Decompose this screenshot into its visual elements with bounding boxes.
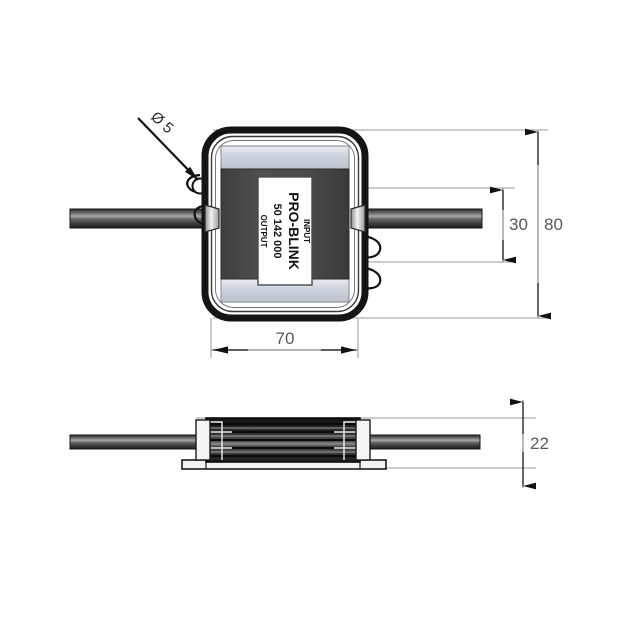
side-cap-left [195,419,211,461]
side-endcap-left [206,421,232,460]
dimension-70: 70 [211,329,358,354]
product-label-text: INPUT PRO-BLINK 50 142 000 OUTPUT [259,192,311,270]
diameter-callout: Ø 5 [137,108,199,181]
cable-entry-right [350,204,366,233]
side-view: 22 [69,398,549,490]
dimension-80: 80 [525,128,563,320]
diameter-leader-line [137,117,199,181]
label-line-brand: PRO-BLINK [286,192,302,270]
cable-right [351,208,483,229]
label-line-partnumber: 50 142 000 [271,203,283,258]
side-fin-highlights [208,427,358,453]
cable-left [69,208,221,229]
label-line-input: INPUT [302,219,311,243]
side-cap-right [355,419,371,461]
dimension-30-text: 30 [509,215,528,234]
product-label-plate [257,176,313,286]
dimension-22-text: 22 [530,434,549,453]
side-endcap-right [334,421,360,460]
housing-band-top [220,145,350,170]
label-line-output: OUTPUT [259,215,268,248]
dimension-30: 30 [490,186,528,264]
side-cable-right [354,434,481,450]
side-cooling-fins [208,422,358,458]
side-cable-left [69,434,211,450]
dimension-80-text: 80 [544,215,563,234]
dimension-70-text: 70 [276,329,295,348]
top-view: INPUT PRO-BLINK 50 142 000 OUTPUT Ø 5 [69,108,563,354]
dimension-22: 22 [510,398,549,490]
cable-entry-left [204,204,220,233]
